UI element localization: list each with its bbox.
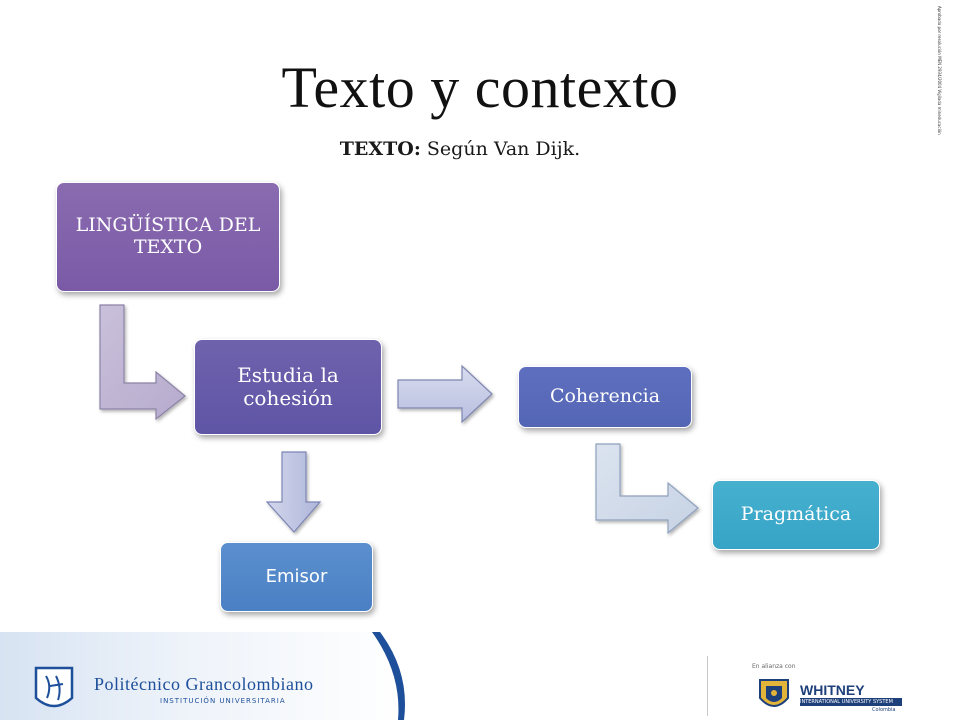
- node-label: Emisor: [265, 565, 328, 587]
- node-pragmatica: Pragmática: [712, 480, 880, 550]
- down-arrow-icon: [265, 451, 322, 533]
- right-arrow-icon: [397, 364, 493, 424]
- crest-logo-icon: [759, 679, 789, 707]
- node-label: LINGÜÍSTICA DEL TEXTO: [75, 214, 261, 258]
- node-label: Estudia la cohesión: [237, 363, 339, 410]
- subtitle-text: Según Van Dijk.: [420, 138, 581, 160]
- node-emisor: Emisor: [220, 542, 373, 612]
- footer-logo-sub: INSTITUCIÓN UNIVERSITARIA: [160, 697, 286, 705]
- alliance-label: En alianza con: [752, 663, 796, 670]
- footer-logo-name: Politécnico Grancolombiano: [94, 674, 314, 694]
- shield-logo-icon: [34, 666, 74, 708]
- node-label: Pragmática: [740, 503, 852, 526]
- footer-banner: [0, 632, 405, 720]
- subtitle-bold: TEXTO:: [339, 138, 421, 160]
- node-label: Coherencia: [549, 385, 661, 408]
- bent-arrow-icon: [99, 304, 186, 421]
- node-coherencia: Coherencia: [518, 366, 692, 428]
- partner-country: Colombia: [872, 707, 896, 713]
- partner-sub: INTERNATIONAL UNIVERSITY SYSTEM: [800, 698, 902, 706]
- slide-title: Texto y contexto: [281, 55, 679, 120]
- slide-subtitle: TEXTO: Según Van Dijk.: [0, 138, 920, 160]
- partner-name: WHITNEY: [800, 682, 865, 698]
- node-linguistica: LINGÜÍSTICA DEL TEXTO: [56, 182, 280, 292]
- footer-divider: [707, 656, 708, 716]
- bent-arrow-icon: [595, 443, 699, 535]
- diagram-connectors: [99, 304, 699, 535]
- node-cohesion: Estudia la cohesión: [194, 339, 382, 435]
